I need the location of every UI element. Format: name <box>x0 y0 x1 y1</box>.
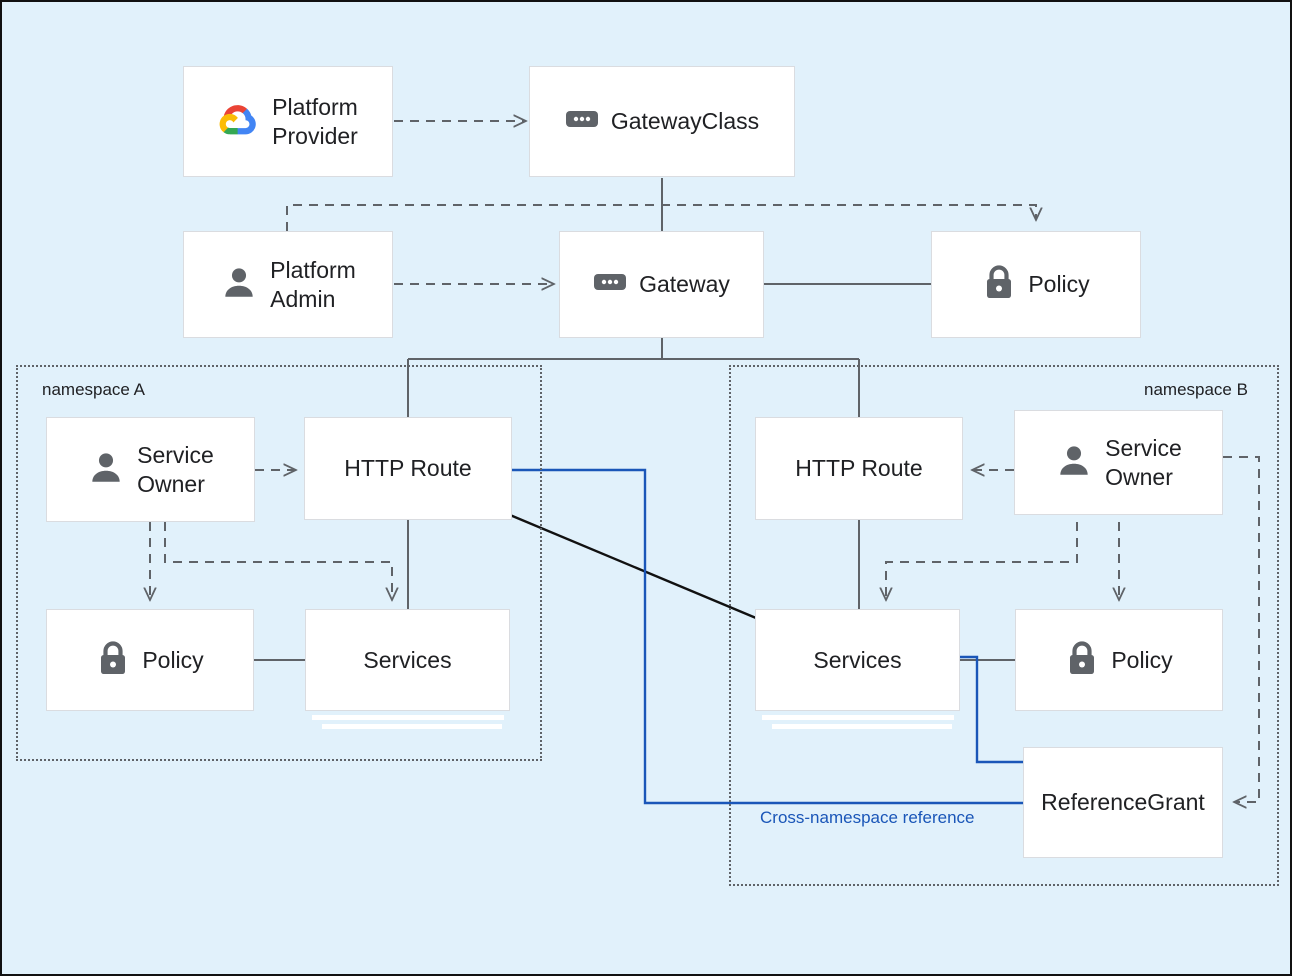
node-platform-admin[interactable]: Platform Admin <box>183 231 393 338</box>
lock-icon <box>982 263 1016 306</box>
node-label: GatewayClass <box>610 108 760 135</box>
node-reference-grant[interactable]: ReferenceGrant <box>1023 747 1223 858</box>
node-services-a[interactable]: Services <box>305 609 510 711</box>
namespace-a-boundary <box>16 365 542 761</box>
person-icon <box>1055 441 1093 484</box>
node-label: Platform Provider <box>272 94 358 149</box>
gateway-icon <box>593 270 627 299</box>
gateway-icon <box>565 107 599 136</box>
person-icon <box>220 263 258 306</box>
node-label: Policy <box>142 646 204 673</box>
node-services-b[interactable]: Services <box>755 609 960 711</box>
node-gateway-class[interactable]: GatewayClass <box>529 66 795 177</box>
node-label: ReferenceGrant <box>1041 789 1205 816</box>
node-label: Services <box>813 646 902 673</box>
node-platform-provider[interactable]: Platform Provider <box>183 66 393 177</box>
node-label: Service Owner <box>137 442 214 497</box>
node-label: Services <box>363 646 452 673</box>
namespace-b-boundary <box>729 365 1279 886</box>
namespace-b-label: namespace B <box>1144 380 1248 399</box>
node-http-route-a[interactable]: HTTP Route <box>304 417 512 520</box>
node-label: Policy <box>1111 646 1173 673</box>
google-cloud-icon <box>218 98 260 145</box>
node-label: HTTP Route <box>795 455 923 482</box>
lock-icon <box>96 639 130 682</box>
node-gateway[interactable]: Gateway <box>559 231 764 338</box>
node-policy-b[interactable]: Policy <box>1015 609 1223 711</box>
edge-gateway-routes-bus <box>408 338 859 360</box>
node-label: HTTP Route <box>344 455 472 482</box>
person-icon <box>87 448 125 491</box>
edge-admin-policy <box>286 204 1036 231</box>
node-service-owner-a[interactable]: Service Owner <box>46 417 255 522</box>
node-label: Service Owner <box>1105 435 1182 490</box>
cross-namespace-reference-label: Cross-namespace reference <box>760 808 975 827</box>
node-label: Platform Admin <box>270 257 356 312</box>
node-label: Gateway <box>639 271 730 298</box>
node-policy-top[interactable]: Policy <box>931 231 1141 338</box>
node-http-route-b[interactable]: HTTP Route <box>755 417 963 520</box>
lock-icon <box>1065 639 1099 682</box>
node-policy-a[interactable]: Policy <box>46 609 254 711</box>
edge-httproute-a-services-b <box>509 513 757 620</box>
namespace-a-label: namespace A <box>42 380 146 399</box>
node-service-owner-b[interactable]: Service Owner <box>1014 410 1223 515</box>
node-label: Policy <box>1028 271 1090 298</box>
